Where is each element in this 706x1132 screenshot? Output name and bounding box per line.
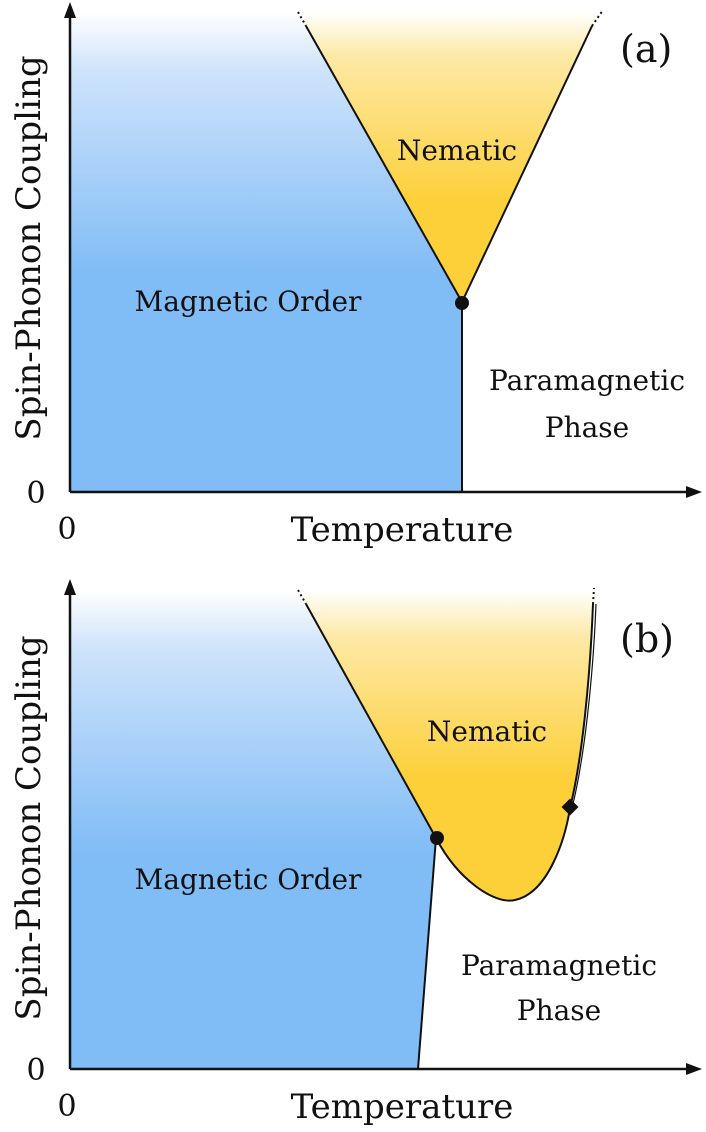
nematic-label-a: Nematic [397, 134, 517, 167]
paramagnetic-label-line2-a: Phase [545, 411, 630, 444]
y-origin-label-b: 0 [26, 1053, 45, 1088]
paramagnetic-label-line1-b: Paramagnetic [461, 949, 657, 982]
nematic-paramagnetic-boundary-a [461, 25, 593, 303]
x-axis-arrow-b [686, 1063, 702, 1075]
magnetic-order-region-a [70, 12, 462, 492]
panel-label-b: (b) [620, 617, 674, 661]
magnetic-paramagnetic-boundary-b [417, 837, 437, 1070]
x-origin-label-b: 0 [57, 1089, 76, 1124]
magnetic-order-label-a: Magnetic Order [135, 285, 363, 318]
panel-a: (a) Nematic Magnetic Order Paramagnetic … [9, 2, 702, 550]
boundary-continuation-right-a [591, 9, 604, 27]
y-axis-title-a: Spin-Phonon Coupling [9, 55, 49, 440]
paramagnetic-label-line2-b: Phase [517, 994, 602, 1027]
panel-b: (b) Nematic Magnetic Order Paramagnetic … [9, 579, 702, 1127]
tricritical-diamond-point-b [561, 798, 579, 816]
nematic-magnetic-boundary-b [305, 603, 437, 839]
x-axis-title-a: Temperature [291, 510, 514, 550]
nematic-label-b: Nematic [427, 715, 547, 748]
y-axis-title-b: Spin-Phonon Coupling [9, 635, 49, 1020]
x-axis-arrow-a [686, 486, 702, 498]
nematic-paramagnetic-boundary-b [435, 603, 594, 902]
y-axis-arrow-a [64, 2, 76, 18]
x-origin-label-a: 0 [57, 512, 76, 547]
nematic-magnetic-boundary-a [305, 25, 463, 303]
x-axis-title-b: Temperature [291, 1087, 514, 1127]
y-origin-label-a: 0 [26, 476, 45, 511]
multicritical-point-b [430, 831, 444, 845]
panel-label-a: (a) [620, 27, 672, 71]
nematic-region-a [298, 12, 600, 302]
paramagnetic-label-line1-a: Paramagnetic [489, 364, 685, 397]
multicritical-point-a [455, 296, 469, 310]
nematic-paramagnetic-boundary-outer-b [571, 603, 597, 809]
magnetic-order-label-b: Magnetic Order [135, 863, 363, 896]
nematic-region-b [298, 590, 594, 901]
magnetic-order-region-b [70, 590, 436, 1069]
y-axis-arrow-b [64, 579, 76, 595]
